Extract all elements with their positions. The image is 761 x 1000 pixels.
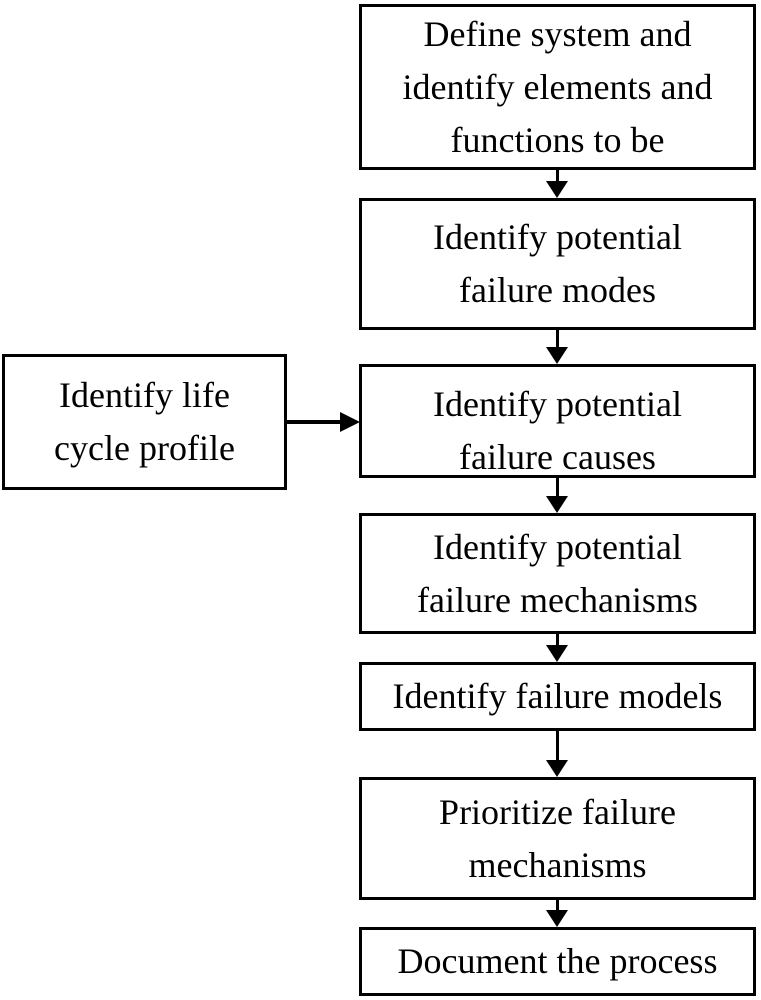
flow-box-prioritize-failure-mechanisms: Prioritize failure mechanisms [359,777,756,900]
arrow-line-4 [556,633,559,645]
text-line: Identify potential [433,384,682,424]
arrow-down-icon [546,347,568,364]
arrow-down-icon [546,181,568,198]
text-line: failure causes [459,437,656,477]
text-line: Identify potential [433,526,682,567]
arrow-down-icon [546,645,568,662]
text-line: cycle profile [54,428,235,468]
flow-box-document-process: Document the process [359,927,756,996]
arrow-down-icon [546,760,568,777]
text-line: Document the process [397,941,718,981]
arrow-line-6 [556,899,559,910]
flow-box-define-system: Define system and identify elements and … [359,4,756,170]
text-line: failure mechanisms [417,579,698,620]
text-line: Identify potential [433,217,682,257]
flow-box-identify-life-cycle-profile: Identify life cycle profile [2,354,287,490]
flow-box-identify-failure-models: Identify failure models [359,662,756,731]
flow-box-identify-failure-modes: Identify potential failure modes [359,198,756,330]
text-line: failure modes [459,270,656,310]
arrow-line-5 [556,730,559,760]
text-line: Identify life [59,375,230,415]
text-line: Define system and [423,13,692,54]
arrow-right-icon [340,412,360,432]
text-line: identify elements and [402,66,713,107]
text-line: Identify failure models [392,676,723,716]
arrow-line-3 [556,477,559,496]
text-line: Prioritize failure [439,791,676,832]
flow-box-identify-failure-causes: Identify potential failure causes [359,364,756,478]
text-line: mechanisms [468,844,647,885]
arrow-down-icon [546,910,568,927]
arrow-line-horizontal [285,420,342,424]
arrow-line-2 [556,329,559,347]
text-line: functions to be [450,119,665,160]
flow-box-identify-failure-mechanisms: Identify potential failure mechanisms [359,513,756,634]
arrow-line-1 [556,169,559,182]
arrow-down-icon [546,496,568,513]
